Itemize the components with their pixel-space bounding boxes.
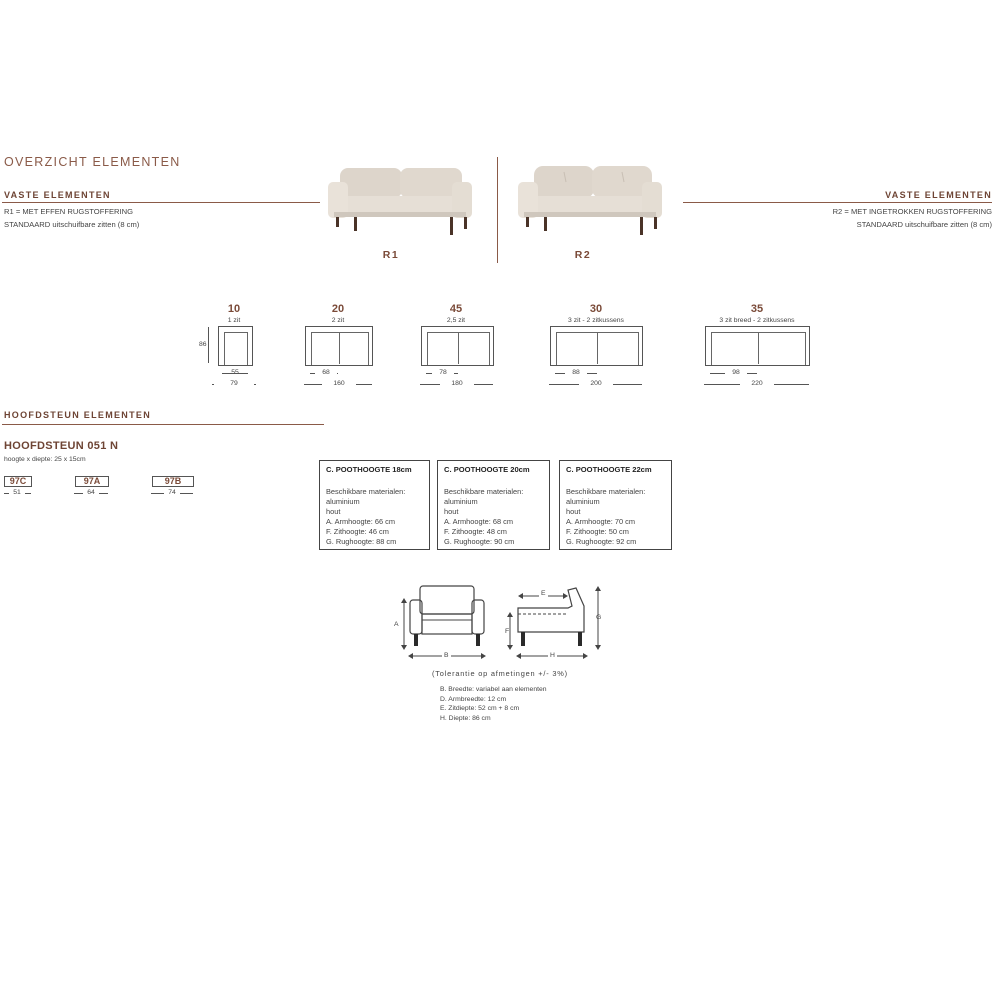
element-45-width: 180 [440,380,474,387]
page-title: OVERZICHT ELEMENTEN [4,155,181,169]
element-10-height-line [208,327,209,363]
headrest-title: HOOFDSTEUN 051 N [4,440,119,452]
element-10-seat: 55 [222,369,248,376]
spec-20-back: G. Rughoogte: 90 cm [444,537,515,546]
element-10-sub: 1 zit [227,317,241,324]
dim-label-a: A [394,621,399,628]
left-section-rule [2,202,320,203]
element-35-sub: 3 zit breed - 2 zitkussens [719,317,795,324]
spec-22-arm: A. Armhoogte: 70 cm [566,517,636,526]
spec-22-material-2: hout [566,507,581,516]
headrest-section-rule [2,424,324,425]
spec-18-title: C. POOTHOOGTE 18cm [326,465,412,474]
right-section-rule [683,202,992,203]
element-45-number: 45 [449,303,463,315]
element-45-sub: 2,5 zit [446,317,466,324]
dim-label-h: H [548,652,557,659]
element-20-sub: 2 zit [331,317,345,324]
element-10-plan [218,326,253,366]
spec-18-material-2: hout [326,507,341,516]
sofa-r1-label: R1 [382,249,400,261]
element-30-number: 30 [589,303,603,315]
element-45-plan [421,326,494,366]
headrest-subtitle: hoogte x diepte: 25 x 15cm [4,456,86,463]
dimension-notes: B. Breedte: variabel aan elementen D. Ar… [440,685,547,723]
dim-label-b: B [442,652,451,659]
tolerance-note: (Tolerantie op afmetingen +/- 3%) [432,669,568,678]
spec-20-materials: Beschikbare materialen: [444,487,524,496]
element-30-seat: 88 [565,369,587,376]
spec-20-arm: A. Armhoogte: 68 cm [444,517,514,526]
element-20-width: 160 [322,380,356,387]
left-line-2: STANDAARD uitschuifbare zitten (8 cm) [4,220,140,229]
element-45-seat: 78 [432,369,454,376]
note-b: B. Breedte: variabel aan elementen [440,686,547,693]
sofa-r2-image [518,166,662,235]
headrest-97b: 97B [152,476,194,487]
element-10-number: 10 [227,303,241,315]
headrest-97c: 97C [4,476,32,487]
spec-18-material-1: aluminium [326,497,360,506]
spec-18-seat: F. Zithoogte: 46 cm [326,527,389,536]
right-section-title: VASTE ELEMENTEN [885,190,992,200]
dim-label-e: E [539,590,548,597]
spec-20-seat: F. Zithoogte: 48 cm [444,527,507,536]
headrest-97c-width: 51 [9,489,25,496]
spec-20-material-2: hout [444,507,459,516]
spec-22-title: C. POOTHOOGTE 22cm [566,465,652,474]
spec-box-20: C. POOTHOOGTE 20cm Beschikbare materiale… [437,460,550,550]
spec-20-title: C. POOTHOOGTE 20cm [444,465,530,474]
spec-22-seat: F. Zithoogte: 50 cm [566,527,629,536]
element-30-plan [550,326,643,366]
spec-22-material-1: aluminium [566,497,600,506]
sofa-divider [497,157,498,263]
element-35-number: 35 [750,303,764,315]
element-10-width: 79 [214,380,254,387]
element-35-width: 220 [740,380,774,387]
headrest-97a: 97A [75,476,109,487]
sofa-r2-label: R2 [574,249,592,261]
element-35-seat: 98 [725,369,747,376]
note-d: D. Armbreedte: 12 cm [440,695,507,703]
spec-18-arm: A. Armhoogte: 66 cm [326,517,396,526]
side-view-diagram [507,586,601,659]
element-10-seat-line [222,373,248,374]
element-30-sub: 3 zit - 2 zitkussens [568,317,624,324]
spec-18-back: G. Rughoogte: 88 cm [326,537,397,546]
left-section-title: VASTE ELEMENTEN [4,190,111,200]
sofa-r1-image [328,168,472,235]
dim-label-f: F [505,628,510,635]
left-line-1: R1 = MET EFFEN RUGSTOFFERING [4,207,134,216]
spec-22-back: G. Rughoogte: 92 cm [566,537,637,546]
element-20-number: 20 [331,303,345,315]
spec-18-materials: Beschikbare materialen: [326,487,406,496]
spec-22-materials: Beschikbare materialen: [566,487,646,496]
spec-box-18: C. POOTHOOGTE 18cm Beschikbare materiale… [319,460,430,550]
element-35-plan [705,326,810,366]
element-30-width: 200 [579,380,613,387]
headrest-97b-width: 74 [164,489,180,496]
element-20-seat: 68 [315,369,337,376]
note-h: H. Diepte: 86 cm [440,714,491,722]
right-line-1: R2 = MET INGETROKKEN RUGSTOFFERING [832,207,992,216]
headrest-section-title: HOOFDSTEUN ELEMENTEN [4,410,152,420]
dim-label-g: G [596,614,602,621]
headrest-97a-width: 64 [83,489,99,496]
element-20-plan [305,326,373,366]
spec-box-22: C. POOTHOOGTE 22cm Beschikbare materiale… [559,460,672,550]
right-line-2: STANDAARD uitschuifbare zitten (8 cm) [856,220,992,229]
front-view-diagram [401,585,486,659]
note-e: E. Zitdiepte: 52 cm + 8 cm [440,705,520,713]
spec-20-material-1: aluminium [444,497,478,506]
element-10-height: 86 [199,341,207,348]
